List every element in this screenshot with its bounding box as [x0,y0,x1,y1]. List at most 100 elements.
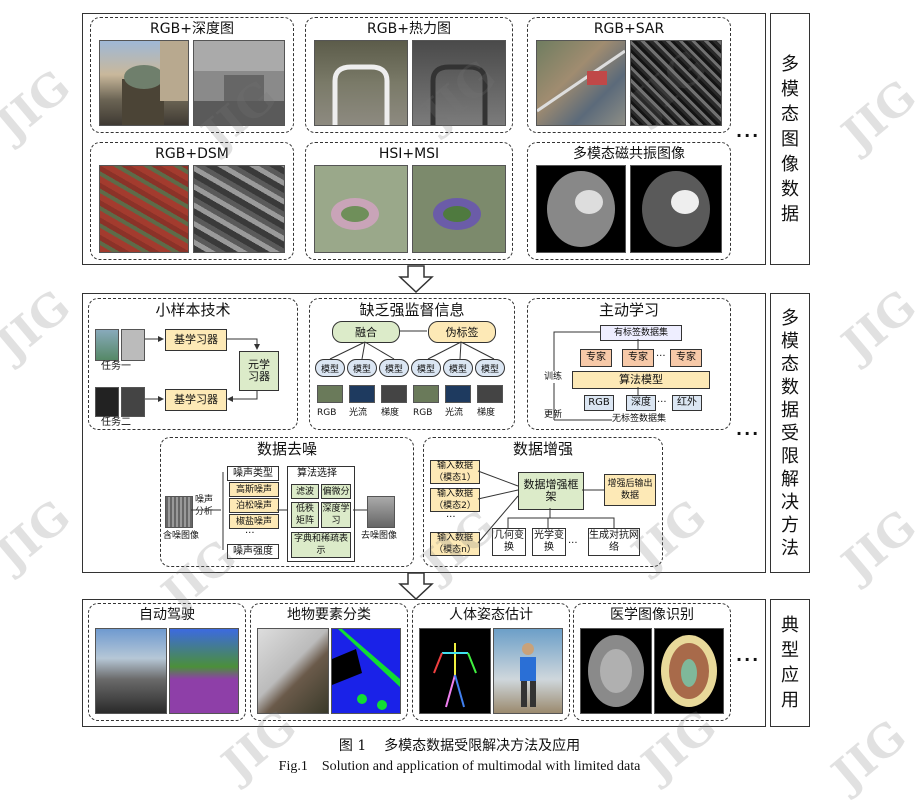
more-indicator: ··· [736,650,761,669]
pose-photo-image [493,628,563,714]
watermark: JIG [832,280,919,371]
noisy-image [165,496,193,528]
model-row: 模型模型模型模型模型模型 [314,359,510,377]
brain-segmentation-image [654,628,724,714]
panel-denoise: 数据去噪 含噪图像 噪声分析 噪声类型 高斯噪声 泊松噪声 椒盐噪声 ··· 噪… [160,437,414,567]
city-rgb-image [99,165,189,253]
train-label: 训练 [544,372,563,382]
bike-rack-thermal-image [412,40,506,126]
op-gan: 生成对抗网络 [588,528,640,556]
input-modality-n: 输入数据（模态n） [430,532,480,556]
noise-analysis-label: 噪声分析 [195,495,214,517]
driving-rgb-image [95,628,167,714]
algo-dictionary: 字典和稀疏表示 [291,532,351,558]
more-indicator: ··· [736,126,761,145]
modality-rgb: RGB [584,395,614,411]
modality-label: 光流 [445,408,464,418]
algo-group [287,466,355,562]
meta-learner: 元学习器 [239,351,279,391]
city-dsm-image [193,165,285,253]
modality-thumbnail [381,385,407,403]
aerial-rgb-image [536,40,626,126]
aerial-sar-image [630,40,722,126]
panel-land-cover: 地物要素分类 [250,603,408,721]
algorithm-model: 算法模型 [572,371,710,389]
label-text: 多模态数据受限解决方法 [781,307,799,559]
applications-section-label: 典型应用 [770,599,810,727]
task1-image-b [121,329,145,361]
update-label: 更新 [544,410,563,420]
panel-title: RGB+深度图 [150,21,234,37]
panel-title: 地物要素分类 [287,607,371,623]
op-ellipsis: ··· [568,538,578,549]
panel-title: HSI+MSI [378,146,440,162]
panel-active-learning: 主动学习 有标签数据集 专家 专家 ··· 专家 算法模型 RGB 深度 ···… [527,298,731,430]
modality-label: RGB [413,408,433,418]
augmentation-framework: 数据增强框架 [518,472,584,510]
driving-segmentation-image [169,628,239,714]
expert-1: 专家 [580,349,612,367]
panel-pose-estimation: 人体姿态估计 [412,603,570,721]
modality-thumbnail [477,385,503,403]
panel-hsi-msi: HSI+MSI [305,142,513,260]
panel-title: 缺乏强监督信息 [359,301,465,319]
modality-label: 光流 [349,408,368,418]
noise-salt-pepper: 椒盐噪声 [229,514,279,529]
modality-depth: 深度 [626,395,656,411]
noise-gaussian: 高斯噪声 [229,482,279,497]
op-optical: 光学变换 [532,528,566,556]
active-arrows [553,331,639,421]
task1-label: 任务一 [101,361,131,372]
watermark: JIG [832,500,919,591]
modality-thumbnail [445,385,471,403]
bike-rack-rgb-image [314,40,408,126]
algo-low-rank: 低秩矩阵 [291,502,319,528]
modality-infrared: 红外 [672,395,702,411]
modality-ellipsis: ··· [657,397,667,408]
expert-3: 专家 [670,349,702,367]
denoised-image [367,496,395,528]
panel-rgb-depth: RGB+深度图 [90,17,294,133]
unlabeled-dataset: 无标签数据集 [612,414,667,424]
few-shot-arrows [145,336,260,402]
denoise-arrows [191,472,367,550]
task2-image-a [95,387,119,417]
stadium-msi-image [412,165,506,253]
watermark: JIG [0,280,81,371]
denoised-image-label: 去噪图像 [361,531,398,541]
meta-learner-text: 元学习器 [248,358,270,383]
data-section-label: 多模态图像数据 [770,13,810,265]
panel-few-shot: 小样本技术 任务一 任务二 基学习器 基学习器 元学习器 [88,298,298,430]
panel-title: 主动学习 [598,301,659,319]
figure-caption-en: Fig.1 Solution and application of multim… [278,759,641,774]
input-modality-1: 输入数据（模态1） [430,460,480,484]
panel-title: 数据去噪 [256,440,317,458]
panel-rgb-dsm: RGB+DSM [90,142,294,260]
modality-thumbnail [317,385,343,403]
task2-label: 任务二 [101,417,131,428]
modality-label: 梯度 [381,408,400,418]
stadium-hsi-image [314,165,408,253]
panel-augmentation: 数据增强 输入数据（模态1） 输入数据（模态2） ··· 输入数据（模态n） 数… [423,437,663,567]
mri-image-1 [536,165,626,253]
down-arrow-icon [398,572,434,600]
land-cover-rgb-image [257,628,329,714]
noisy-image-label: 含噪图像 [163,531,200,541]
watermark: JIG [832,70,919,161]
watermark: JIG [0,60,81,151]
algo-deep-learning: 深度学习 [321,502,351,528]
mri-image-2 [630,165,722,253]
watermark: JIG [0,490,81,581]
task1-image-a [95,329,119,361]
algo-select-label: 算法选择 [297,468,337,479]
panel-title: RGB+DSM [155,146,229,162]
model-node: 模型 [379,359,409,377]
model-node: 模型 [443,359,473,377]
model-node: 模型 [315,359,345,377]
model-node: 模型 [475,359,505,377]
expert-2: 专家 [622,349,654,367]
panel-autonomous-driving: 自动驾驶 [88,603,246,721]
modality-thumbnail [349,385,375,403]
modality-thumbnail [413,385,439,403]
